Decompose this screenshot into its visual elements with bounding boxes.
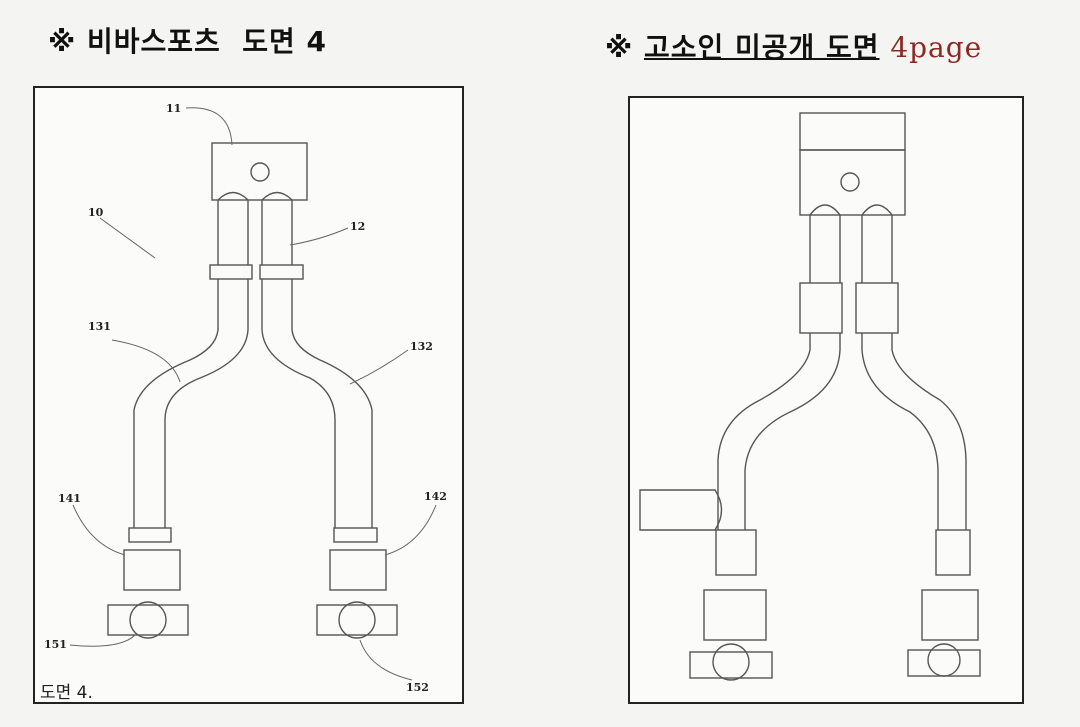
page-label: 4page [890, 31, 983, 64]
upper-tubes [809, 204, 893, 283]
upper-tubes [217, 200, 293, 265]
side-attachment [639, 489, 723, 531]
right-clamp-142 [329, 549, 387, 591]
reference-mark: ※ [48, 25, 77, 58]
reference-mark: ※ [605, 31, 634, 64]
left-nut [799, 282, 843, 334]
label-151: 151 [44, 638, 67, 651]
right-title-text: 고소인 미공개 도면 [643, 31, 880, 64]
right-nut [855, 282, 899, 334]
left-terminal-ring [712, 643, 750, 681]
mount-hole [840, 172, 860, 192]
right-terminal-152 [316, 604, 398, 636]
right-terminal [907, 649, 981, 677]
right-terminal-ring [338, 601, 376, 639]
block-top [799, 112, 906, 151]
left-ring [209, 264, 253, 280]
right-ring [259, 264, 304, 280]
left-clamp [703, 589, 767, 641]
left-terminal [689, 651, 773, 679]
left-tube [717, 333, 841, 530]
right-drawing-frame [628, 96, 1024, 704]
right-drawing [639, 112, 981, 681]
label-141: 141 [58, 492, 81, 505]
label-142: 142 [424, 490, 447, 503]
left-terminal-ring [129, 601, 167, 639]
right-lower-ring [333, 527, 378, 543]
right-lower-nut [935, 529, 971, 576]
mount-hole [250, 162, 270, 182]
right-terminal-ring [927, 643, 961, 677]
left-title-text: 비바스포츠 도면 4 [86, 25, 328, 58]
label-132: 132 [410, 340, 433, 353]
left-clamp-141 [123, 549, 181, 591]
left-drawing-frame [33, 86, 464, 704]
label-131: 131 [88, 320, 111, 333]
left-title: ※ 비바스포츠 도면 4 [48, 20, 327, 60]
right-tube-132 [261, 279, 373, 528]
tube-tops [217, 191, 293, 201]
leader-lines [69, 107, 437, 681]
label-11: 11 [166, 102, 181, 115]
figure-caption: 도면 4. [40, 683, 93, 703]
label-12: 12 [350, 220, 365, 233]
left-lower-nut [715, 529, 757, 576]
mount-block [799, 149, 906, 216]
left-drawing: 11 10 12 131 132 141 142 151 152 [44, 102, 447, 694]
left-lower-ring [128, 527, 172, 543]
right-clamp [921, 589, 979, 641]
label-10: 10 [88, 206, 104, 219]
label-152: 152 [406, 681, 429, 694]
left-terminal-151 [107, 604, 189, 636]
right-tube [861, 333, 967, 530]
left-tube-131 [133, 279, 249, 528]
mount-block [211, 142, 308, 201]
right-title: ※ 고소인 미공개 도면 4page [605, 26, 982, 66]
